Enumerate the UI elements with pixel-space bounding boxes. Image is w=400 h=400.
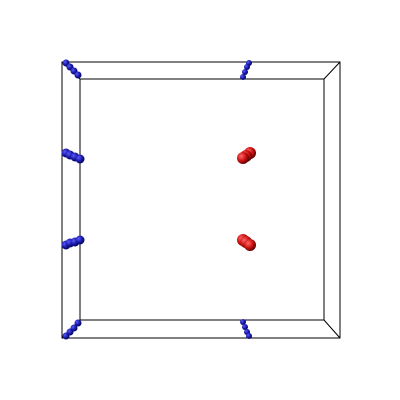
blue-atom[interactable] [246, 333, 252, 339]
blue-atoms [61, 59, 252, 340]
blue-atom[interactable] [244, 64, 250, 70]
blue-atom[interactable] [242, 324, 248, 330]
cell-back-face [61, 61, 341, 339]
blue-atom[interactable] [74, 319, 82, 327]
unit-cell-frame [61, 61, 341, 339]
red-atom[interactable] [237, 152, 249, 164]
blue-atom[interactable] [242, 69, 248, 75]
blue-atom[interactable] [70, 324, 78, 332]
blue-atom[interactable] [75, 235, 85, 245]
red-atoms [237, 147, 256, 251]
cell-edge-bottom-right [323, 319, 341, 339]
cell-edge-top-right [323, 61, 341, 80]
blue-atom[interactable] [240, 74, 246, 80]
blue-atom[interactable] [240, 319, 246, 325]
cell-front-face [79, 78, 325, 321]
blue-atom[interactable] [74, 71, 82, 79]
blue-atom[interactable] [75, 154, 85, 164]
red-atom[interactable] [244, 239, 256, 251]
